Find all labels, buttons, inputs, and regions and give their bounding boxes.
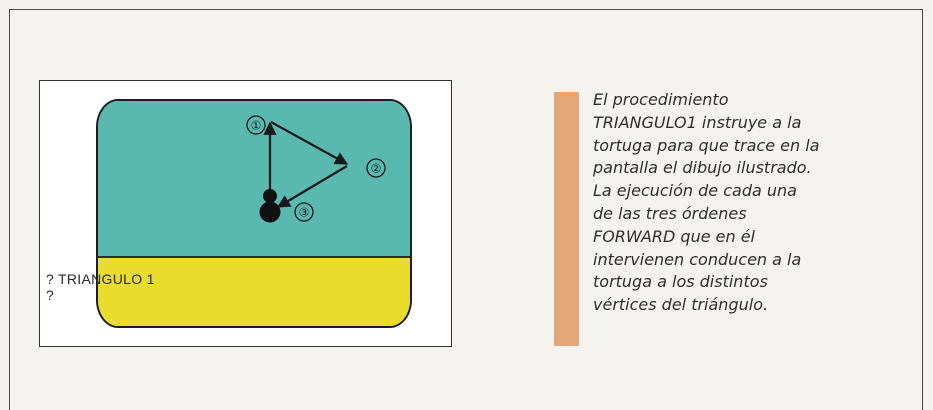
accent-bar [554, 92, 579, 346]
graphics-area [98, 101, 410, 258]
caption-line: tortuga para que trace en la [593, 135, 820, 155]
caption-line: de las tres órdenes [593, 203, 747, 223]
command-line: ? TRIANGULO 1 [46, 271, 155, 287]
caption-line: El procedimiento [593, 90, 729, 109]
caption-line: La ejecución de cada una [593, 181, 797, 201]
caption-line: FORWARD que en él [593, 226, 755, 246]
caption-line: vértices del triángulo. [593, 295, 769, 315]
prompt-line: ? [46, 287, 55, 303]
text-area [98, 258, 410, 326]
caption-line: pantalla el dibujo ilustrado. [593, 158, 812, 178]
crt-screen [96, 99, 412, 328]
caption-line: intervienen conducen a la [593, 249, 802, 269]
caption-line: tortuga a los distintos [593, 272, 768, 292]
caption-line: TRIANGULO1 instruye a la [593, 112, 802, 132]
caption-text: El procedimiento TRIANGULO1 instruye a l… [593, 89, 913, 317]
